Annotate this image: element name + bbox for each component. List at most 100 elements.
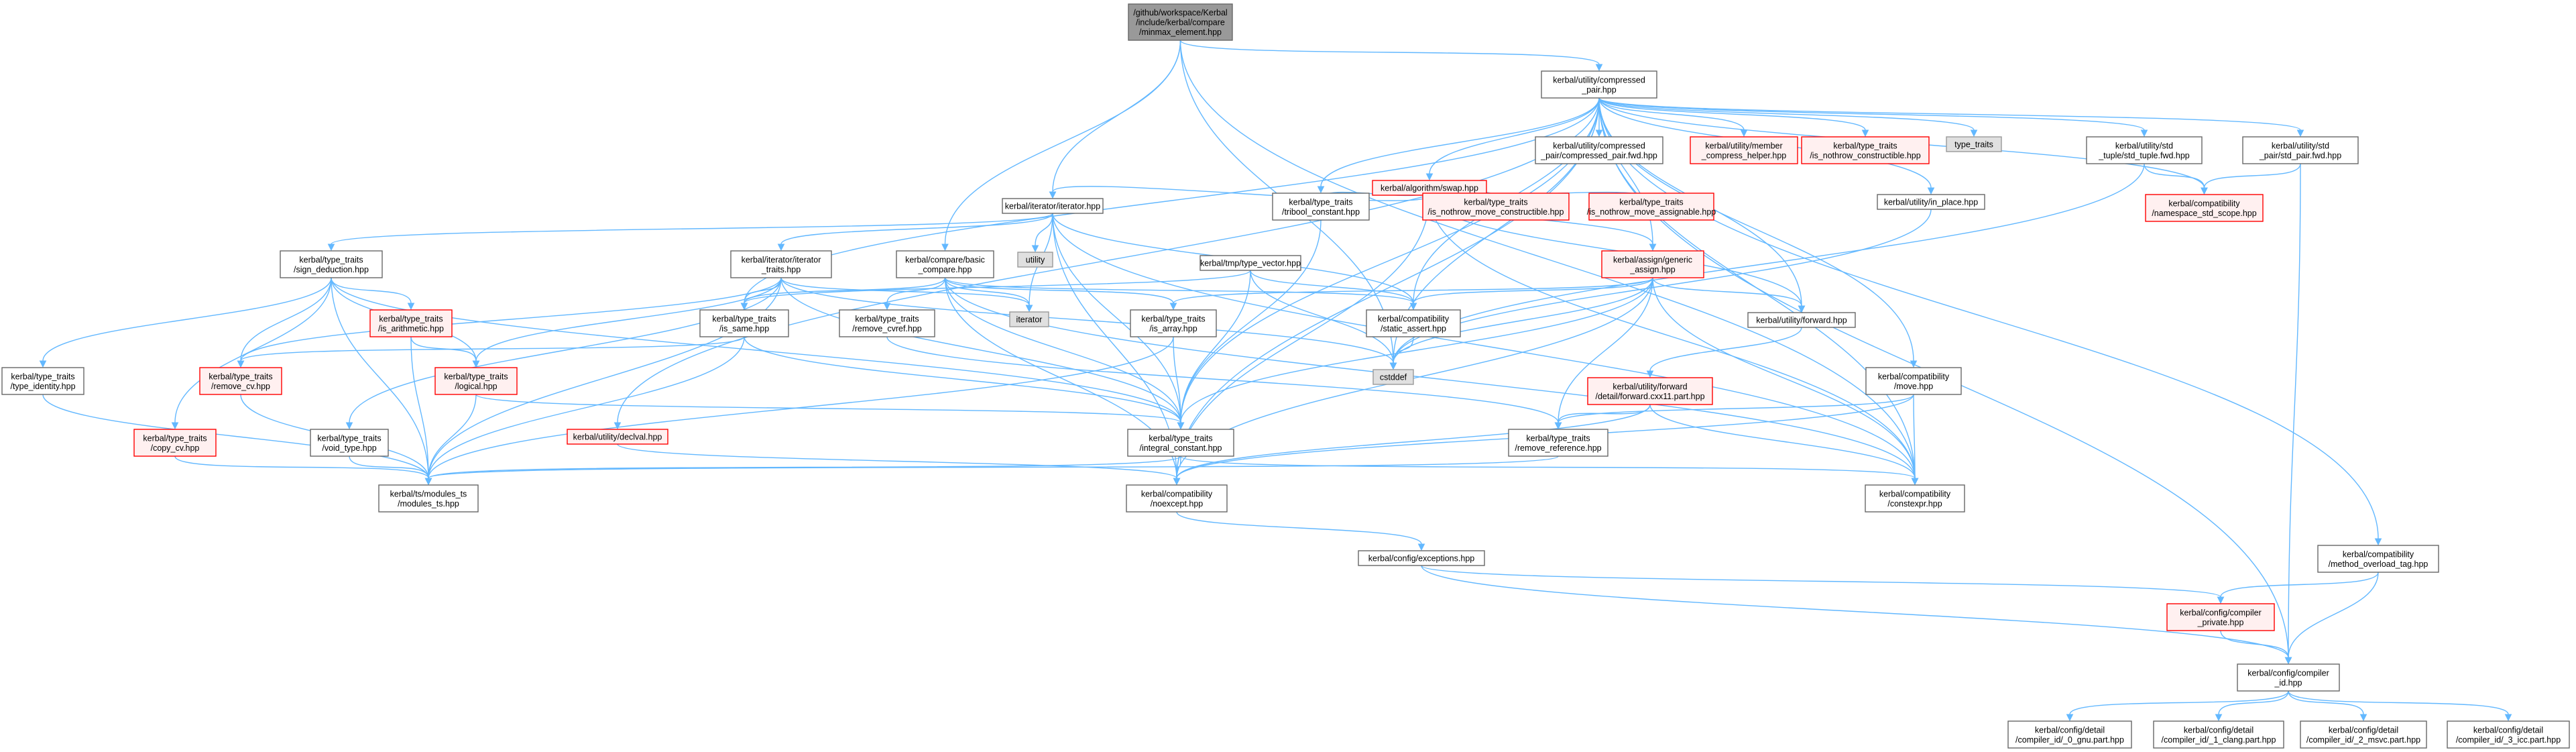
node-compilerpriv[interactable]: kerbal/config/compiler_private.hpp (2166, 603, 2275, 631)
edge-pairfwd-to-nsscope (2201, 163, 2301, 195)
node-signded[interactable]: kerbal/type_traits/sign_deduction.hpp (280, 250, 383, 278)
edge-arrowhead (1169, 303, 1177, 311)
node-removecv[interactable]: kerbal/type_traits/remove_cv.hpp (199, 367, 282, 395)
edge-line (1913, 394, 1916, 479)
node-iterator[interactable]: kerbal/iterator/iterator.hpp (1002, 198, 1104, 214)
edge-line (1558, 394, 1914, 423)
edge-line (1179, 40, 1600, 65)
edge-basiccmp-to-staticassert (944, 277, 1417, 311)
node-label-line: _compress_helper.hpp (1701, 151, 1787, 160)
edge-line (2218, 690, 2289, 715)
node-label-line: kerbal/config/detail (2035, 725, 2105, 735)
edge-line (1413, 277, 1653, 304)
node-typevector[interactable]: kerbal/tmp/type_vector.hpp (1199, 255, 1301, 271)
node-cpairfwd[interactable]: kerbal/utility/compressed_pair/compresse… (1535, 136, 1663, 164)
edge-line (1173, 277, 1653, 304)
edge-line (174, 277, 332, 423)
node-label-line: kerbal/utility/forward.hpp (1756, 316, 1847, 325)
node-logical[interactable]: kerbal/type_traits/logical.hpp (434, 367, 518, 395)
node-label-line: _assign.hpp (1629, 265, 1675, 274)
node-box (2007, 720, 2132, 749)
edge-line (1052, 186, 1430, 201)
node-inplace[interactable]: kerbal/utility/in_place.hpp (1877, 194, 1985, 210)
node-label-line: /is_nothrow_move_assignable.hpp (1587, 207, 1716, 217)
node-exceptions[interactable]: kerbal/config/exceptions.hpp (1358, 550, 1485, 566)
edge-line (744, 336, 1181, 423)
edge-arrowhead (345, 422, 353, 430)
node-methodoverload[interactable]: kerbal/compatibility/method_overload_tag… (2317, 545, 2439, 573)
node-cid3[interactable]: kerbal/config/detail/compiler_id/_3_icc.… (2447, 720, 2570, 749)
node-label-line: /github/workspace/Kerbal (1133, 8, 1227, 17)
node-constexpr[interactable]: kerbal/compatibility/constexpr.hpp (1865, 484, 1965, 513)
node-isnothrowcons[interactable]: kerbal/type_traits/is_nothrow_constructi… (1801, 136, 1930, 164)
node-removeref[interactable]: kerbal/type_traits/remove_reference.hpp (1508, 429, 1608, 457)
node-cid1[interactable]: kerbal/config/detail/compiler_id/_1_clan… (2153, 720, 2284, 749)
node-isnothrowmovea[interactable]: kerbal/type_traits/is_nothrow_move_assig… (1587, 193, 1716, 221)
edge-line (1598, 97, 2145, 131)
node-tribool[interactable]: kerbal/type_traits/tribool_constant.hpp (1272, 193, 1370, 221)
edge-arrowhead (1646, 370, 1654, 378)
node-staticassert[interactable]: kerbal/compatibility/static_assert.hpp (1366, 309, 1461, 337)
edge-move-to-removeref (1554, 394, 1914, 430)
node-modulests[interactable]: kerbal/ts/modules_ts/modules_ts.hpp (378, 484, 479, 513)
node-cid0[interactable]: kerbal/config/detail/compiler_id/_0_gnu.… (2007, 720, 2132, 749)
node-voidtype[interactable]: kerbal/type_traits/void_type.hpp (310, 429, 389, 457)
node-box (1877, 194, 1985, 210)
node-isnothrowmovec[interactable]: kerbal/type_traits/is_nothrow_move_const… (1422, 193, 1570, 221)
node-label-line: kerbal/utility/member (1705, 141, 1782, 150)
node-label-line: iterator (1016, 315, 1043, 325)
node-label-line: /is_nothrow_constructible.hpp (1810, 151, 1920, 160)
node-cpair[interactable]: kerbal/utility/compressed_pair.hpp (1541, 70, 1657, 99)
node-label-line: kerbal/type_traits (317, 433, 381, 443)
node-genassign[interactable]: kerbal/assign/generic_assign.hpp (1601, 250, 1704, 278)
edge-line (1598, 97, 2379, 539)
node-label-line: _private.hpp (2197, 618, 2244, 627)
node-box (1002, 198, 1104, 214)
node-isarith[interactable]: kerbal/type_traits/is_arithmetic.hpp (369, 309, 453, 337)
nodes-layer: /github/workspace/Kerbal/include/kerbal/… (1, 3, 2570, 749)
node-removecvref[interactable]: kerbal/type_traits/remove_cvref.hpp (839, 309, 935, 337)
node-swap[interactable]: kerbal/algorithm/swap.hpp (1372, 180, 1487, 196)
node-nsscope[interactable]: kerbal/compatibility/namespace_std_scope… (2145, 194, 2264, 222)
edge-inplace-to-cstddef (1389, 209, 1932, 370)
node-noexcept[interactable]: kerbal/compatibility/noexcept.hpp (1126, 484, 1228, 513)
edge-line (428, 394, 477, 479)
node-label-line: _pair/compressed_pair.fwd.hpp (1540, 151, 1657, 160)
edge-line (1652, 277, 1802, 307)
edge-line (240, 277, 782, 362)
node-label-line: kerbal/type_traits (444, 372, 508, 381)
node-typeidentity[interactable]: kerbal/type_traits/type_identity.hpp (1, 367, 84, 395)
node-mch[interactable]: kerbal/utility/member_compress_helper.hp… (1690, 136, 1798, 164)
node-pairfwd[interactable]: kerbal/utility/std_pair/std_pair.fwd.hpp (2242, 136, 2359, 164)
node-issame[interactable]: kerbal/type_traits/is_same.hpp (699, 309, 789, 337)
edge-arrowhead (2066, 714, 2074, 722)
edge-isarith-to-modulests (410, 336, 432, 486)
node-fwdcxx11[interactable]: kerbal/utility/forward/detail/forward.cx… (1587, 377, 1713, 405)
node-box (1130, 309, 1217, 337)
edge-line (1250, 270, 1414, 304)
node-basiccmp[interactable]: kerbal/compare/basic_compare.hpp (896, 250, 994, 278)
node-root[interactable]: /github/workspace/Kerbal/include/kerbal/… (1128, 3, 1233, 41)
node-label-line: kerbal/type_traits (143, 433, 207, 443)
node-box (1009, 311, 1049, 327)
node-compilerid[interactable]: kerbal/config/compiler_id.hpp (2237, 663, 2340, 692)
node-declval[interactable]: kerbal/utility/declval.hpp (567, 429, 668, 445)
node-tuplefwd[interactable]: kerbal/utility/std_tuple/std_tuple.fwd.h… (2086, 136, 2203, 164)
node-cid2[interactable]: kerbal/config/detail/compiler_id/_2_msvc… (2300, 720, 2427, 749)
node-ittraits[interactable]: kerbal/iterator/iterator_traits.hpp (730, 250, 832, 278)
node-move[interactable]: kerbal/compatibility/move.hpp (1865, 367, 1962, 395)
node-isarray[interactable]: kerbal/type_traits/is_array.hpp (1130, 309, 1217, 337)
edge-voidtype-to-modulests (349, 455, 432, 486)
node-forward[interactable]: kerbal/utility/forward.hpp (1747, 312, 1856, 328)
edge-cpair-to-tuplefwd (1598, 97, 2148, 138)
edge-forward-to-fwdcxx11 (1646, 327, 1802, 378)
edge-arrowhead (327, 244, 335, 252)
node-label-line: kerbal/type_traits (1149, 433, 1212, 443)
edge-arrowhead (1927, 187, 1935, 195)
node-copycv[interactable]: kerbal/type_traits/copy_cv.hpp (133, 429, 217, 457)
node-label-line: kerbal/iterator/iterator (742, 255, 821, 264)
node-intconst[interactable]: kerbal/type_traits/integral_constant.hpp (1127, 429, 1234, 457)
node-label-line: kerbal/tmp/type_vector.hpp (1200, 259, 1301, 268)
node-label-line: _pair/std_pair.fwd.hpp (2259, 151, 2341, 160)
